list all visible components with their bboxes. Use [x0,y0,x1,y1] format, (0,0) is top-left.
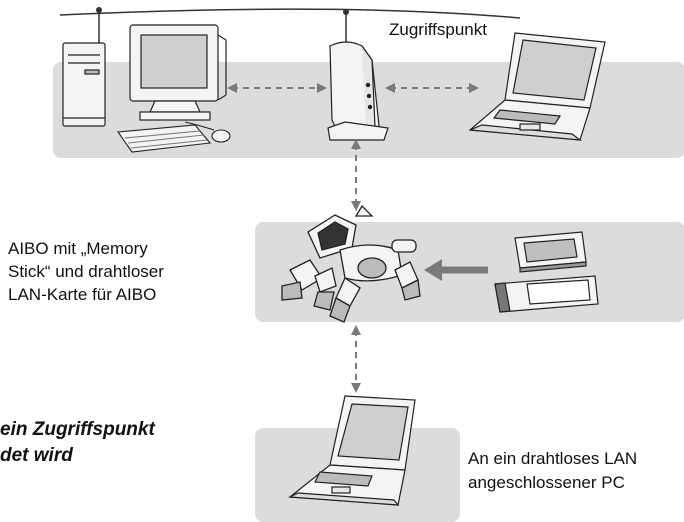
wireless-pc-laptop-icon [287,395,416,506]
aibo-label-line2: Stick“ und drahtloser [8,262,164,281]
aibo-label-line3: LAN-Karte für AIBO [8,285,157,304]
aibo-label-line1: AIBO mit „Memory [8,239,148,258]
mouse-icon [184,121,231,143]
insert-arrow-icon [424,259,488,281]
laptop-icon [468,32,606,141]
wireless-lan-card-icon [494,275,599,313]
aibo-robot-icon [281,204,421,323]
network-cable [59,8,521,19]
desktop-tower-icon [62,42,106,127]
keyboard-icon [117,124,212,153]
memory-stick-icon [514,231,587,273]
access-point-label: Zugriffspunkt [389,20,487,39]
wireless-pc-label-line2: angeschlossener PC [468,473,625,492]
monitor-icon [129,24,227,121]
section-heading-line2: det wird [0,445,73,466]
wireless-pc-label-line1: An ein drahtloses LAN [468,449,638,468]
access-point-icon [327,41,389,141]
section-heading-line1: ein Zugriffspunkt [0,419,155,440]
